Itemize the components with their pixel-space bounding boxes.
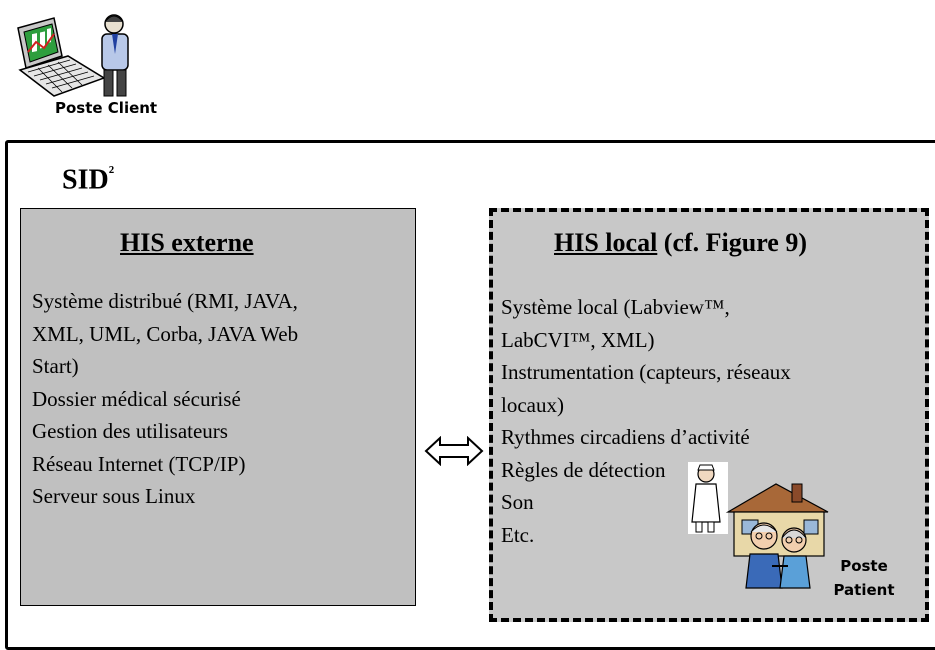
list-item: Start) <box>32 354 79 378</box>
list-item: XML, UML, Corba, JAVA Web <box>32 321 299 346</box>
list-item: Dossier médical sécurisé <box>32 386 241 411</box>
his-local-list: Système local (Labview™, LabCVI™, XML) I… <box>501 291 921 551</box>
house-elderly-couple-nurse-icon <box>688 462 829 589</box>
his-externe-title: HIS externe <box>120 228 254 257</box>
poste-patient-label: Poste Patient <box>809 554 919 602</box>
list-item: Instrumentation (capteurs, réseaux <box>501 360 791 384</box>
his-local-title: HIS local (cf. Figure 9) <box>554 228 807 257</box>
list-item: Système local (Labview™, <box>501 295 730 319</box>
list-item: Réseau Internet (TCP/IP) <box>32 451 246 476</box>
list-item: Son <box>501 490 534 514</box>
list-item: Etc. <box>501 522 535 547</box>
list-item: locaux) <box>501 392 564 417</box>
computer-user-icon <box>17 14 129 97</box>
his-local-box <box>489 208 929 622</box>
sid-title: SID² <box>62 162 115 196</box>
list-item: Règles de détection <box>501 457 666 482</box>
poste-patient-label-line2: Patient <box>833 581 895 599</box>
list-item: Système distribué (RMI, JAVA, <box>32 289 298 313</box>
poste-client-label: Poste Client <box>55 99 158 117</box>
poste-patient-label-line1: Poste <box>840 557 888 575</box>
list-item: Gestion des utilisateurs <box>32 419 228 443</box>
his-externe-box <box>20 208 416 606</box>
list-item: Rythmes circadiens d’activité <box>501 425 750 449</box>
list-item: LabCVI™, XML) <box>501 327 655 352</box>
his-externe-list: Système distribué (RMI, JAVA, XML, UML, … <box>32 285 402 513</box>
list-item: Serveur sous Linux <box>32 484 196 508</box>
double-arrow-icon <box>424 436 484 466</box>
